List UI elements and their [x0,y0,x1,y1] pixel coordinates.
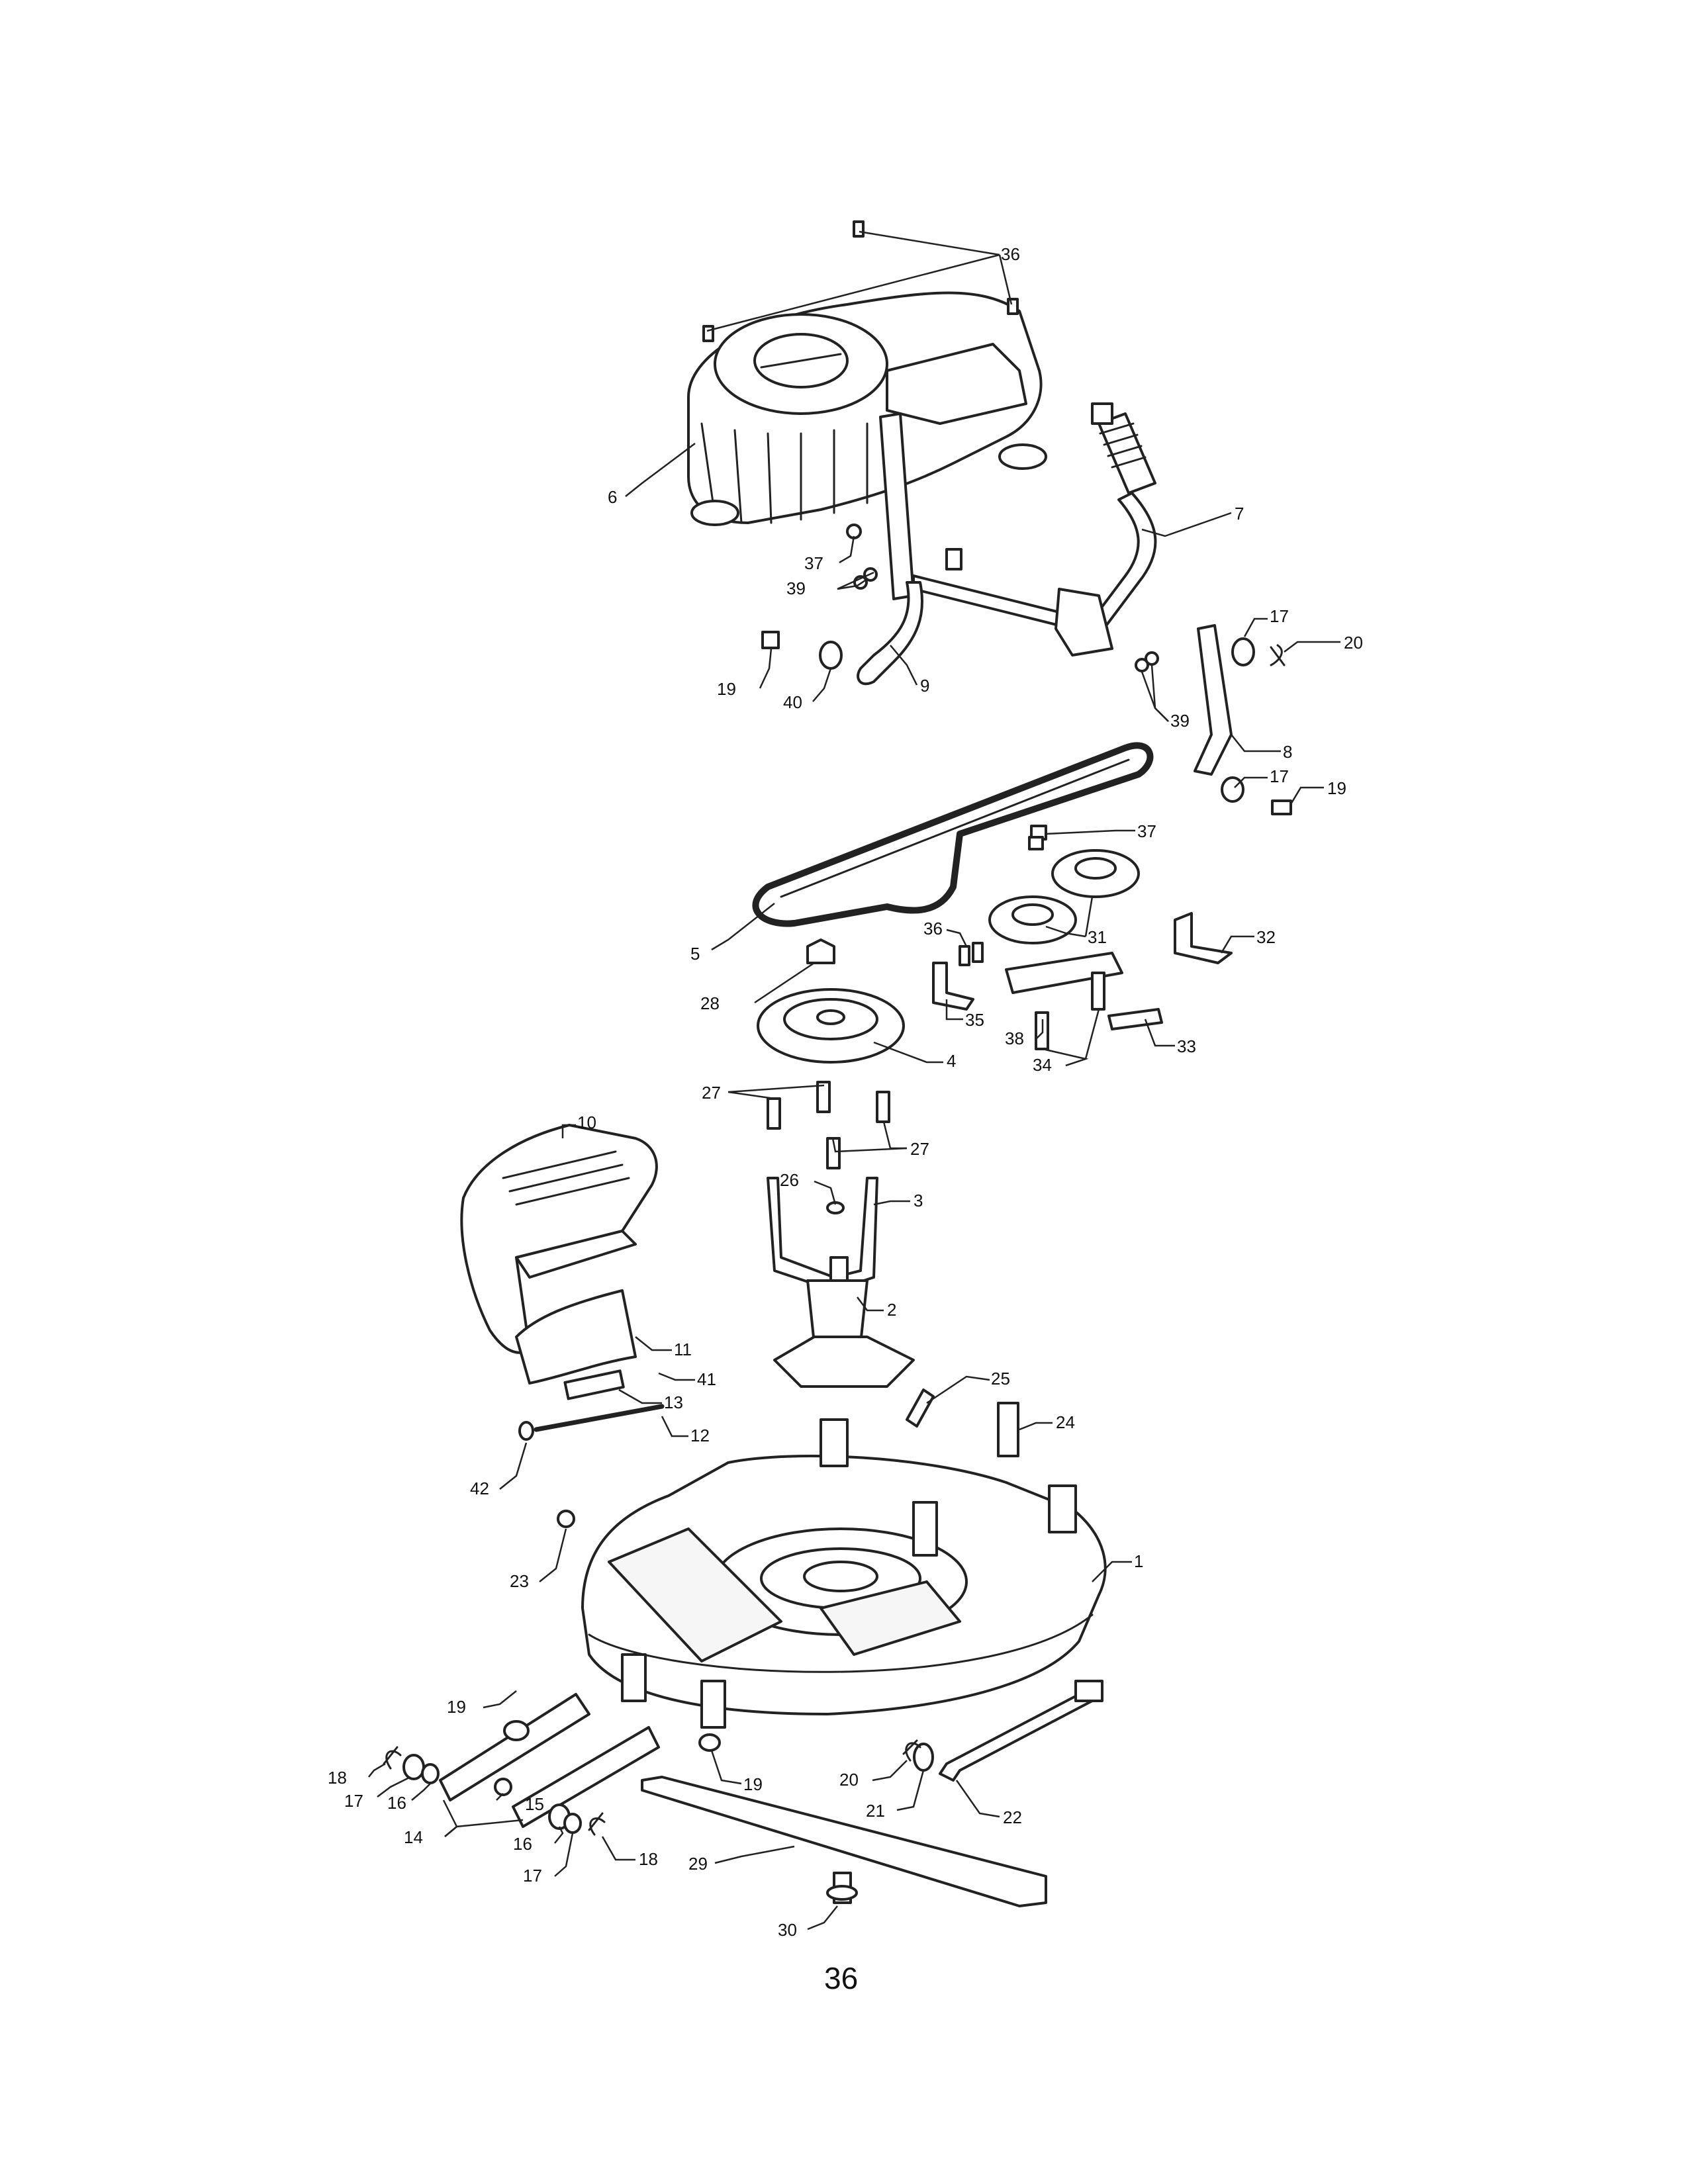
callout-12: 12 [690,1426,710,1445]
callout-labels: 36 6 7 37 39 19 40 9 17 20 39 8 17 19 37… [328,244,1363,1940]
callout-39: 39 [786,578,806,598]
callout-13: 13 [664,1392,683,1412]
mower-blade-part [641,1776,1047,1907]
idler-pulley-parts [988,849,1140,944]
callout-30: 30 [778,1920,797,1940]
callout-20: 20 [839,1770,859,1790]
idler-bracket-parts [932,836,1233,1050]
callout-19: 19 [1327,778,1346,798]
chute-rod-spring-parts [518,1369,1019,1457]
callout-15: 15 [525,1794,544,1814]
lift-rod-part [857,402,1157,686]
callout-18: 18 [639,1849,658,1869]
callout-25: 25 [991,1369,1010,1388]
callout-16: 16 [513,1834,532,1854]
callout-37: 37 [1137,821,1156,841]
callout-23: 23 [510,1571,529,1591]
callout-24: 24 [1056,1412,1075,1432]
callout-41: 41 [697,1369,716,1389]
callout-19: 19 [447,1697,466,1717]
callout-32: 32 [1256,927,1276,947]
callout-8: 8 [1283,742,1292,762]
page-number: 36 [824,1961,858,1995]
callout-20: 20 [1344,633,1363,653]
deck-cover-part [687,291,1047,526]
callout-6: 6 [608,487,617,507]
spindle-bolt-parts [767,1081,890,1169]
callout-leaders [368,230,1340,1931]
callout-7: 7 [1235,504,1244,523]
callout-42: 42 [470,1479,489,1498]
nut-part [557,1510,575,1528]
callout-14: 14 [404,1827,423,1847]
lift-bracket-part [1194,624,1233,776]
callout-28: 28 [700,993,720,1013]
callout-1: 1 [1134,1551,1143,1571]
callout-38: 38 [1005,1028,1024,1048]
callout-16: 16 [387,1793,406,1813]
callout-22: 22 [1003,1807,1022,1827]
callout-11: 11 [674,1340,692,1359]
callout-18: 18 [328,1768,347,1788]
callout-40: 40 [783,692,802,712]
callout-19: 19 [743,1774,763,1794]
callout-36: 36 [923,919,943,938]
callout-19: 19 [717,679,736,699]
chute-deflector-part [515,1289,637,1385]
main-pulley-part [757,938,905,1064]
deck-link-parts [383,1693,721,1836]
discharge-chute-part [460,1124,658,1354]
callout-9: 9 [920,676,929,696]
callout-39: 39 [1170,711,1190,731]
mower-deck-housing-part [581,1418,1107,1729]
belt-guard-part [767,1177,878,1292]
callout-35: 35 [965,1010,984,1030]
callout-33: 33 [1177,1036,1196,1056]
callout-26: 26 [780,1170,799,1190]
callout-27: 27 [702,1083,721,1103]
callout-21: 21 [866,1801,885,1821]
callout-29: 29 [688,1854,708,1874]
callout-17: 17 [1270,766,1289,786]
callout-3: 3 [914,1191,923,1210]
spindle-part [773,1256,915,1388]
deck-rod-part [902,1680,1103,1782]
callout-2: 2 [887,1300,896,1320]
callout-4: 4 [947,1051,956,1071]
callout-31: 31 [1088,927,1107,947]
callout-10: 10 [577,1113,596,1132]
callout-27: 27 [910,1139,929,1159]
callout-17: 17 [344,1791,363,1811]
callout-17: 17 [1270,606,1289,626]
callout-37: 37 [804,553,823,573]
callout-17: 17 [523,1866,542,1886]
callout-36: 36 [1001,244,1020,264]
callout-34: 34 [1033,1055,1052,1075]
callout-5: 5 [690,944,700,964]
